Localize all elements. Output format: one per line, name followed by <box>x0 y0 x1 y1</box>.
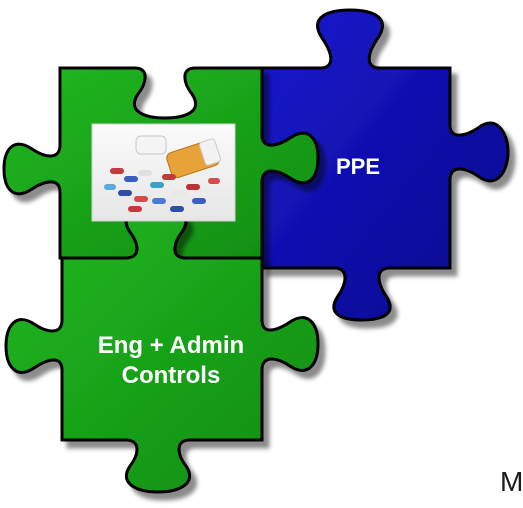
eng-admin-label-line2: Controls <box>121 362 221 389</box>
eng-admin-label-line1: Eng + Admin <box>97 332 245 359</box>
ppe-label: PPE <box>335 154 381 179</box>
capsules <box>104 168 220 212</box>
trailing-text-fragment: M <box>500 466 523 497</box>
pills-photo <box>91 123 236 222</box>
puzzle-piece-ppe <box>253 8 510 322</box>
eng-admin-controls-label: Eng + Admin Controls <box>66 331 276 391</box>
